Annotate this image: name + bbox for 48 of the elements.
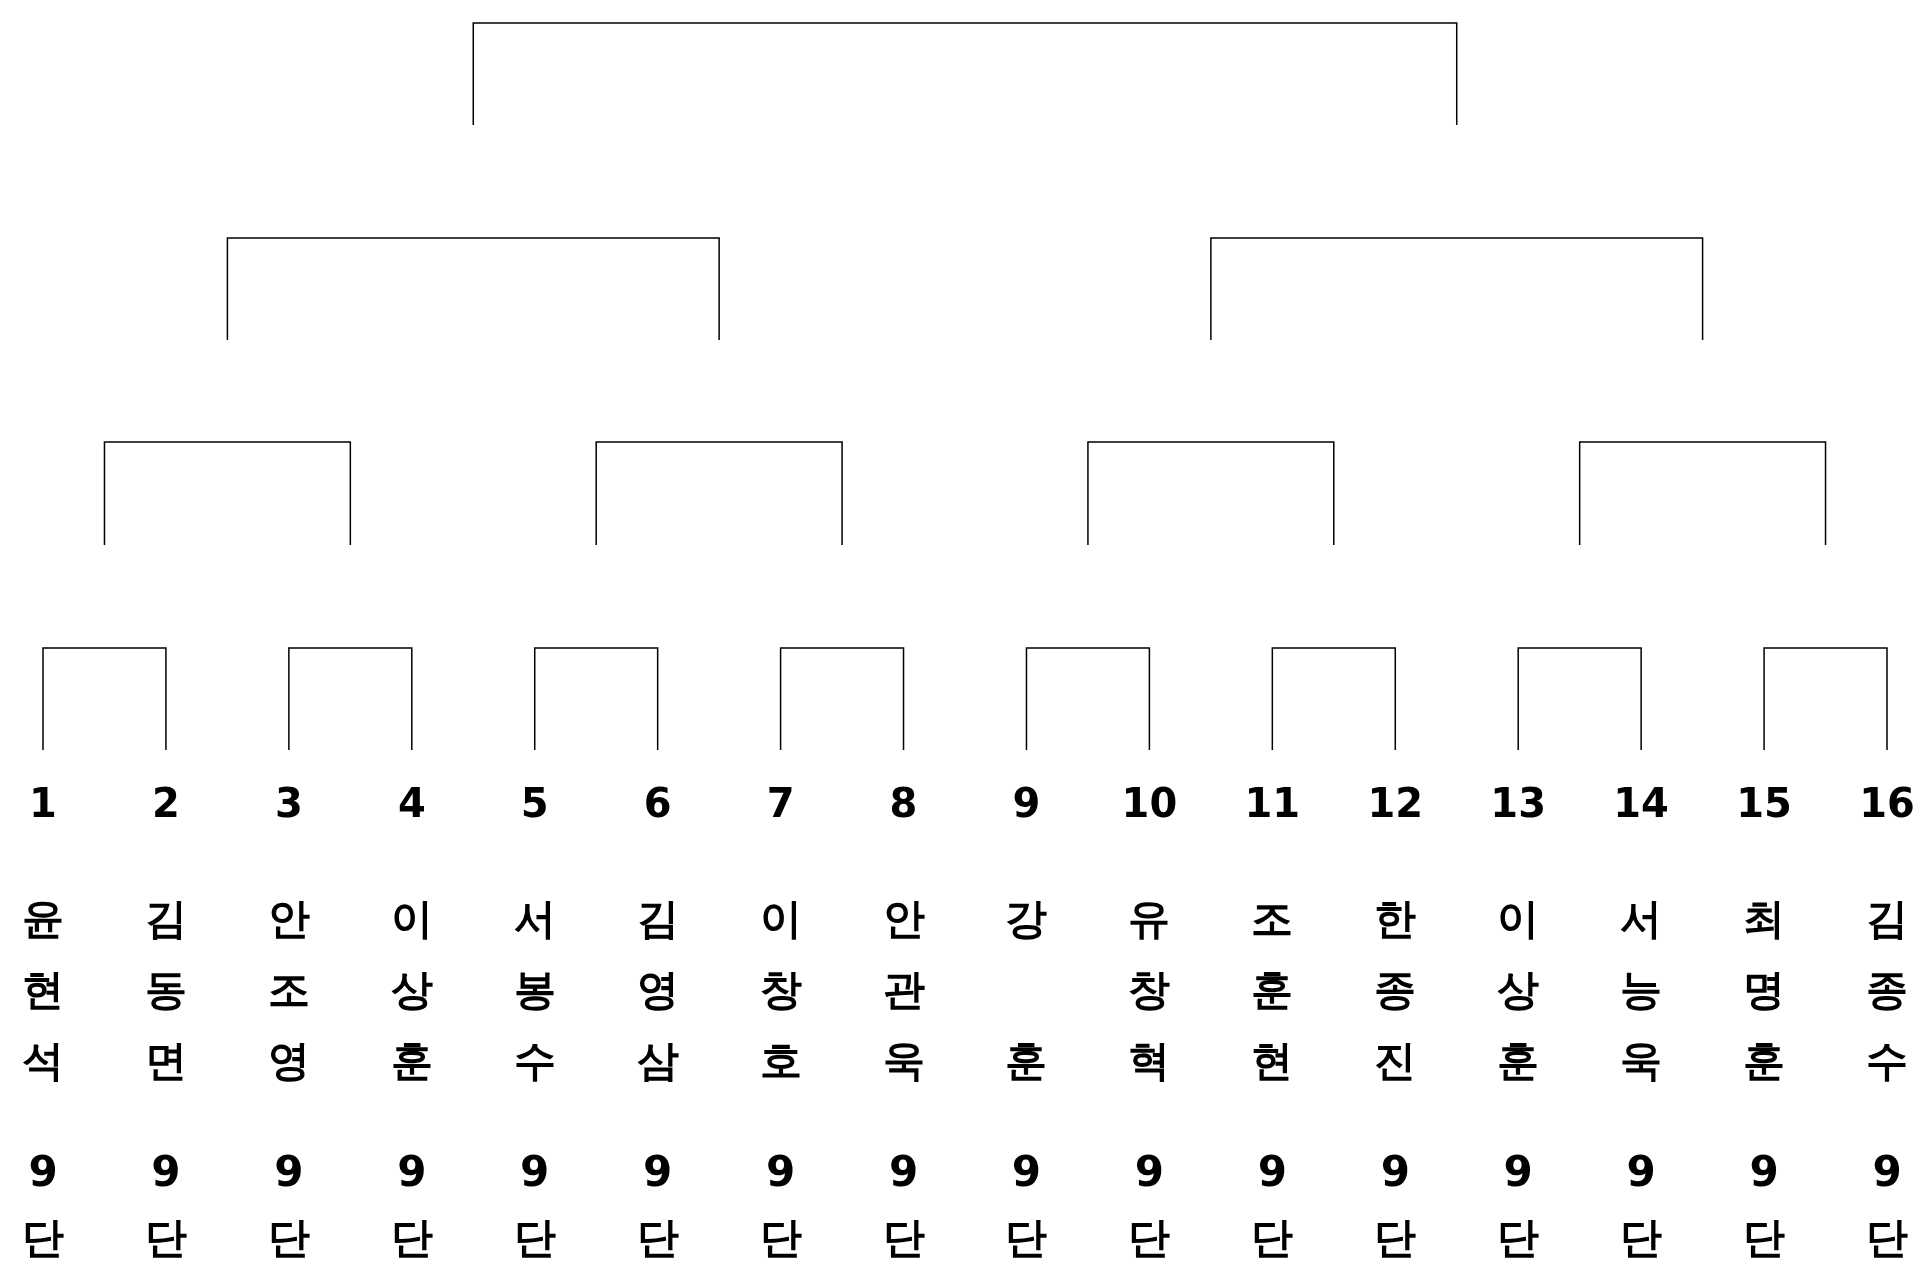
player-rank: 9단 [1127, 1148, 1172, 1262]
player-name: 안관욱 [881, 895, 926, 1085]
seed-number: 15 [1735, 780, 1793, 826]
player-rank: 9단 [881, 1148, 926, 1262]
seed-number: 9 [1011, 780, 1042, 826]
player-name: 김영삼 [635, 895, 680, 1085]
seed-number: 10 [1120, 780, 1179, 826]
player-name: 김종수 [1865, 895, 1909, 1085]
seed-number: 1 [28, 780, 58, 826]
player-name: 한종진 [1373, 895, 1418, 1085]
seed-number: 13 [1489, 780, 1547, 826]
seed-number: 3 [273, 780, 304, 826]
seed-number: 6 [642, 780, 673, 826]
player-name: 유창혁 [1127, 895, 1172, 1085]
player-rank: 9단 [1004, 1148, 1049, 1262]
seed-number: 5 [519, 780, 550, 826]
player-name: 안조영 [266, 895, 311, 1085]
player-name: 김동면 [143, 895, 188, 1085]
seed-number: 2 [151, 780, 181, 826]
player-rank: 9단 [1619, 1148, 1664, 1262]
player-name: 윤현석 [21, 895, 65, 1085]
player-rank: 9단 [1250, 1148, 1295, 1262]
player-name: 서능욱 [1619, 895, 1664, 1085]
player-rank: 9단 [389, 1148, 434, 1262]
player-rank: 9단 [1742, 1148, 1787, 1262]
player-rank: 9단 [512, 1148, 557, 1262]
player-rank: 9단 [635, 1148, 680, 1262]
player-name: 강훈 [1004, 895, 1049, 1085]
player-rank: 9단 [758, 1148, 803, 1262]
seed-number: 7 [765, 780, 796, 826]
player-name: 이창호 [758, 895, 803, 1085]
player-rank: 9단 [143, 1148, 188, 1262]
seed-number: 8 [888, 780, 919, 826]
seed-number: 12 [1366, 780, 1425, 826]
player-rank: 9단 [1865, 1148, 1909, 1262]
player-rank: 9단 [1373, 1148, 1418, 1262]
player-rank: 9단 [266, 1148, 311, 1262]
player-rank: 9단 [1496, 1148, 1541, 1262]
player-name: 조훈현 [1250, 895, 1295, 1085]
player-name: 서봉수 [512, 895, 557, 1085]
player-name: 이상훈 [389, 895, 434, 1085]
seed-number: 16 [1858, 780, 1916, 826]
player-rank: 9단 [21, 1148, 65, 1262]
seed-number: 11 [1243, 780, 1302, 826]
seed-number: 4 [396, 780, 427, 826]
player-name: 최명훈 [1742, 895, 1787, 1085]
seed-number: 14 [1612, 780, 1670, 826]
player-name: 이상훈 [1496, 895, 1541, 1085]
